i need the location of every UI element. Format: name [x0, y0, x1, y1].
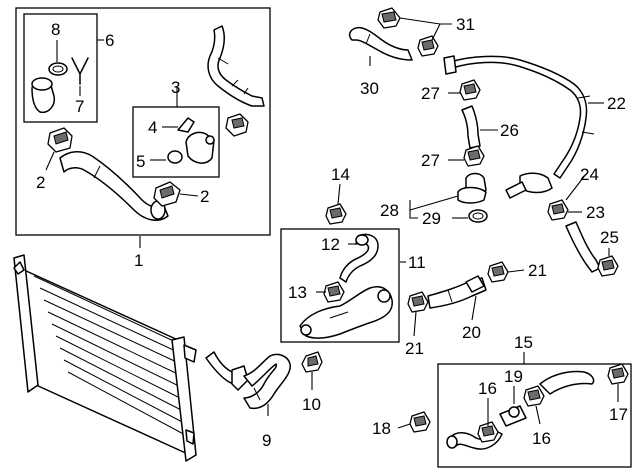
callout-1: 1 — [134, 251, 143, 270]
callout-29: 29 — [422, 209, 441, 228]
callout-12: 12 — [321, 235, 340, 254]
group-box-15 — [437, 363, 632, 468]
hose-upper-group1 — [207, 25, 265, 107]
callout-20: 20 — [462, 323, 481, 342]
hose-9 — [205, 351, 291, 410]
group-box-6 — [23, 13, 98, 123]
leader-lines — [45, 17, 619, 429]
callout-22: 22 — [607, 94, 626, 113]
callout-31: 31 — [456, 15, 475, 34]
hose-group15-upper — [539, 370, 595, 395]
o-ring-5 — [167, 150, 183, 164]
callout-25: 25 — [600, 228, 619, 247]
clamp-group3-right — [225, 113, 249, 137]
callout-19: 19 — [504, 367, 523, 386]
clamp-10 — [301, 351, 323, 373]
group-box-11 — [280, 228, 400, 343]
o-ring-29-inner — [472, 212, 484, 220]
callout-15: 15 — [514, 333, 533, 352]
o-ring-8 — [48, 62, 68, 76]
o-ring-29 — [468, 209, 488, 223]
clamp-18 — [409, 411, 431, 433]
callout-6: 6 — [105, 31, 114, 50]
clamp-13 — [323, 281, 345, 303]
clamp-27-lower — [463, 145, 485, 167]
callout-18: 18 — [372, 419, 391, 438]
callout-2-lower: 2 — [200, 187, 209, 206]
callout-numbers: 1 2 2 3 4 5 6 7 8 9 10 11 12 13 14 15 16… — [36, 15, 628, 450]
callout-24: 24 — [580, 165, 599, 184]
callout-26: 26 — [500, 121, 519, 140]
clamp-25 — [597, 255, 619, 277]
callout-23: 23 — [586, 203, 605, 222]
clamp-17 — [607, 363, 629, 385]
thermostat-housing-5 — [185, 131, 215, 164]
o-ring-8-inner — [52, 65, 64, 73]
clamp-21-left — [407, 291, 429, 313]
callout-16-left: 16 — [478, 379, 497, 398]
group-box-1 — [15, 7, 271, 236]
group-box-3 — [132, 106, 220, 178]
connector-19 — [499, 405, 527, 427]
hose-26 — [461, 105, 481, 149]
callout-7: 7 — [75, 97, 84, 116]
callout-16-right: 16 — [532, 429, 551, 448]
callout-21-left: 21 — [405, 339, 424, 358]
callout-9: 9 — [262, 431, 271, 450]
clamp-16-right — [523, 385, 545, 407]
clamp-16-left — [477, 421, 499, 443]
callout-27-lower: 27 — [421, 151, 440, 170]
coolant-flange-11 — [299, 286, 393, 339]
callout-27-upper: 27 — [421, 84, 440, 103]
clip-4 — [177, 117, 195, 133]
coolant-pipe-22 — [443, 55, 595, 199]
clamp-24 — [547, 199, 569, 221]
hose-lower-group1 — [59, 151, 169, 222]
callout-28: 28 — [380, 201, 399, 220]
bleeder-28 — [457, 172, 487, 204]
callout-21-right: 21 — [528, 261, 547, 280]
callout-4: 4 — [148, 118, 157, 137]
clamp-31-upper — [377, 7, 401, 29]
connector-box6 — [31, 77, 56, 114]
callout-2-upper: 2 — [36, 173, 45, 192]
clamp-31-lower — [417, 35, 439, 57]
callout-14: 14 — [331, 165, 350, 184]
clamp-14 — [325, 203, 347, 225]
hose-30 — [348, 26, 413, 61]
callout-5: 5 — [136, 152, 145, 171]
hose-23 — [565, 221, 601, 273]
callout-30: 30 — [360, 79, 379, 98]
callout-11: 11 — [408, 253, 426, 272]
hose-group15-lower — [446, 429, 503, 450]
hose-12 — [339, 233, 379, 283]
hose-20 — [427, 275, 487, 309]
clamp-21-right — [487, 261, 509, 283]
callout-17: 17 — [609, 405, 628, 424]
callout-8: 8 — [51, 20, 60, 39]
clamp-27-upper — [459, 79, 481, 101]
spring-clip-7 — [71, 57, 89, 85]
radiator — [13, 254, 197, 462]
callout-3: 3 — [171, 78, 180, 97]
callout-13: 13 — [288, 283, 307, 302]
callout-10: 10 — [302, 395, 321, 414]
clamp-2-upper — [47, 127, 73, 153]
clamp-2-lower — [153, 181, 181, 207]
